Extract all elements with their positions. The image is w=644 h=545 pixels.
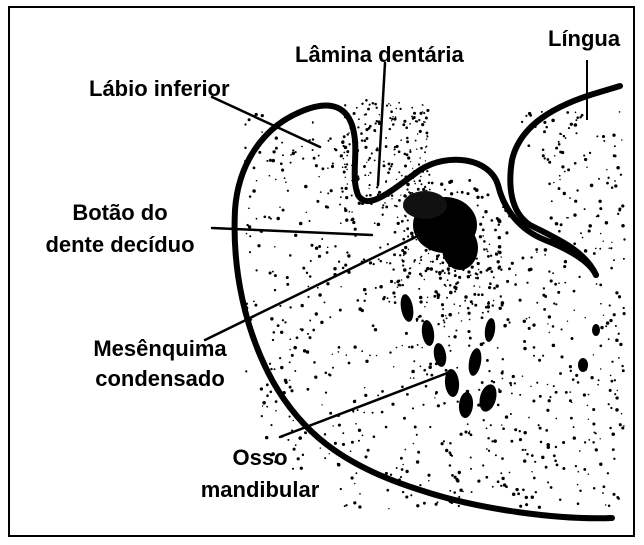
label-lingua: Língua	[548, 26, 620, 52]
label-osso-line1: Osso	[200, 445, 320, 471]
label-botao-line1: Botão do	[50, 200, 190, 226]
tongue-outline	[510, 86, 620, 275]
label-lamina-dentaria: Lâmina dentária	[295, 42, 464, 68]
label-mesenquima-line2: condensado	[70, 366, 250, 392]
label-labio-inferior: Lábio inferior	[89, 76, 230, 102]
label-osso-line2: mandibular	[180, 477, 340, 503]
label-mesenquima-line1: Mesênquima	[70, 336, 250, 362]
tooth-bud-cluster	[403, 191, 478, 270]
label-botao-line2: dente decíduo	[30, 232, 210, 258]
